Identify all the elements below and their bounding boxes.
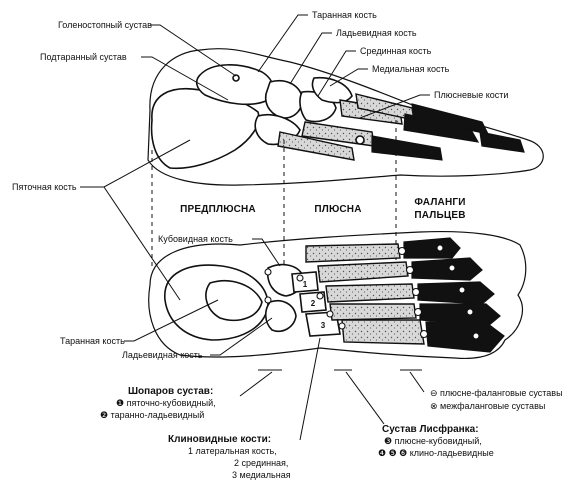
section-label-phalanges-line2: ПАЛЬЦЕВ: [414, 210, 465, 221]
phalanges-plantar-3: [418, 282, 494, 304]
label-metatarsals: Плюсневые кости: [434, 90, 508, 100]
metatarsal-plantar-5: [306, 244, 400, 262]
cuneiform-marker-2: 2: [311, 299, 316, 308]
label-ankle-joint: Голеностопный сустав: [58, 20, 152, 30]
leader-talus-top: [258, 15, 308, 72]
metatarsal-plantar-4: [318, 262, 408, 282]
plantar-foot-view: 1 2 3: [149, 232, 526, 359]
cuneiform-title: Клиновидные кости:: [168, 434, 271, 445]
metatarsal-plantar-3: [326, 284, 414, 302]
cuneiform-marker-3: 3: [321, 321, 326, 330]
label-medial-bone: Медиальная кость: [372, 64, 450, 74]
leader-lisfranc: [346, 372, 384, 424]
sesamoid-lateral: [356, 136, 364, 144]
label-navicular-top: Ладьевидная кость: [336, 28, 417, 38]
section-label-metatarsus: ПЛЮСНА: [314, 204, 361, 215]
leader-navicular-top: [290, 33, 332, 84]
chopart-item2: ❷ таранно-ладьевидный: [100, 410, 204, 420]
lisfranc-item2: ❹ ❺ ❻ клино-ладьевидные: [378, 448, 494, 458]
legend-item1: ⊖ плюсне-фаланговые суставы: [430, 388, 563, 398]
lisfranc-item1: ❸ плюсне-кубовидный,: [384, 436, 482, 446]
cuneiform-line2: 2 срединная,: [234, 458, 288, 468]
navicular-plantar: [266, 301, 296, 331]
label-intermediate-bone: Срединная кость: [360, 46, 432, 56]
leader-cuneiform: [300, 338, 320, 440]
phalanges-plantar-5: [404, 238, 460, 258]
chopart-item1: ❶ пяточно-кубовидный,: [116, 398, 216, 408]
label-subtalar-joint: Подтаранный сустав: [40, 52, 127, 62]
chopart-title: Шопаров сустав:: [128, 386, 213, 397]
metatarsal-plantar-1: [342, 320, 424, 344]
phalanges-plantar-4: [412, 258, 482, 280]
cuneiform-line3: 3 медиальная: [232, 470, 291, 480]
section-label-tarsus: ПРЕДПЛЮСНА: [180, 204, 256, 215]
legend-item2: ⊗ межфаланговые суставы: [430, 401, 545, 411]
leader-legend: [410, 372, 424, 392]
label-navicular-bottom: Ладьевидная кость: [122, 350, 203, 360]
navicular-lateral: [266, 81, 303, 118]
label-cuboid: Кубовидная кость: [158, 234, 233, 244]
phalanx-lateral-3: [480, 132, 524, 152]
section-label-phalanges-line1: ФАЛАНГИ: [414, 197, 465, 208]
label-talus-top: Таранная кость: [312, 10, 377, 20]
cuneiform-line1: 1 латеральная кость,: [188, 446, 277, 456]
phalanx-lateral-4: [372, 136, 442, 160]
label-calcaneus: Пяточная кость: [12, 182, 77, 192]
lisfranc-title: Сустав Лисфранка:: [382, 423, 479, 435]
label-talus-bottom: Таранная кость: [60, 336, 125, 346]
phalanges-plantar-1: [426, 322, 504, 352]
cuneiform-marker-1: 1: [303, 280, 308, 289]
leader-chopart: [240, 372, 272, 396]
lateral-foot-view: [148, 49, 543, 185]
metatarsal-plantar-2: [330, 304, 416, 320]
